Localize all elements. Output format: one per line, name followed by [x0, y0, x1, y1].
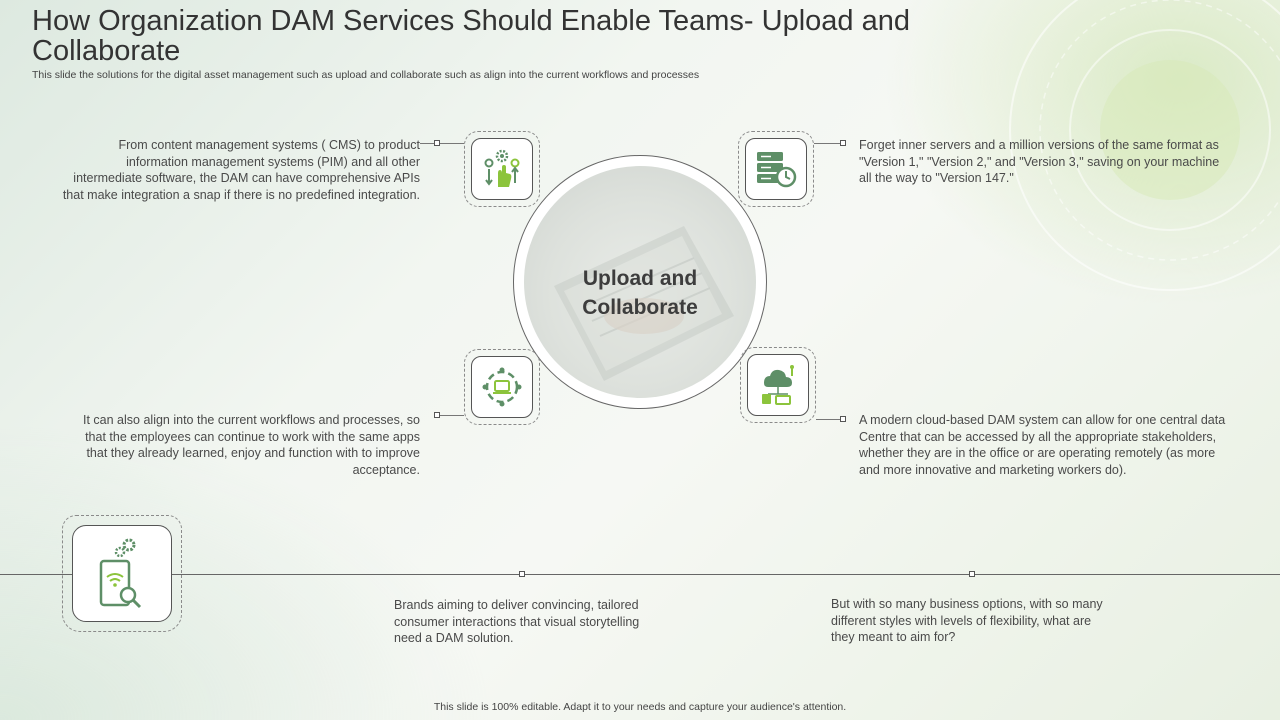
connector-top-right	[814, 143, 844, 144]
connector-node	[434, 412, 440, 418]
connector-mid-left	[440, 415, 464, 416]
icon-box-top-left	[464, 131, 540, 207]
cloud-network-icon	[762, 365, 794, 405]
connector-node	[840, 416, 846, 422]
icon-box-mid-left	[464, 349, 540, 425]
page-title: How Organization DAM Services Should Ena…	[32, 5, 910, 67]
center-circle: Upload and Collaborate	[513, 155, 767, 409]
workflow-cycle-icon	[482, 367, 522, 407]
text-block-cloud: A modern cloud-based DAM system can allo…	[859, 413, 1226, 477]
footer-note: This slide is 100% editable. Adapt it to…	[433, 701, 847, 713]
connector-node	[840, 140, 846, 146]
laptop-photo: Upload and Collaborate	[524, 166, 756, 398]
icon-box-bottom-left	[62, 515, 182, 632]
center-label: Upload and Collaborate	[582, 267, 698, 319]
text-block-cms-pim: From content management systems ( CMS) t…	[62, 138, 420, 202]
icon-box-top-right	[738, 131, 814, 207]
connector-mid-right	[816, 419, 842, 420]
timeline-line	[0, 574, 1280, 575]
text-block-versions: Forget inner servers and a million versi…	[859, 138, 1220, 185]
text-block-brands: Brands aiming to deliver convincing, tai…	[394, 598, 640, 645]
connector-node	[434, 140, 440, 146]
mobile-search-icon	[99, 538, 142, 608]
timeline-node	[519, 571, 525, 577]
icon-box-mid-right	[740, 347, 816, 423]
page-subtitle: This slide the solutions for the digital…	[32, 69, 700, 81]
text-block-options: But with so many business options, with …	[831, 597, 1103, 644]
text-block-workflows: It can also align into the current workf…	[83, 413, 420, 477]
connector-top-left	[420, 143, 464, 144]
gear-hand-icon	[484, 149, 520, 187]
server-clock-icon	[757, 152, 797, 188]
timeline-node	[969, 571, 975, 577]
